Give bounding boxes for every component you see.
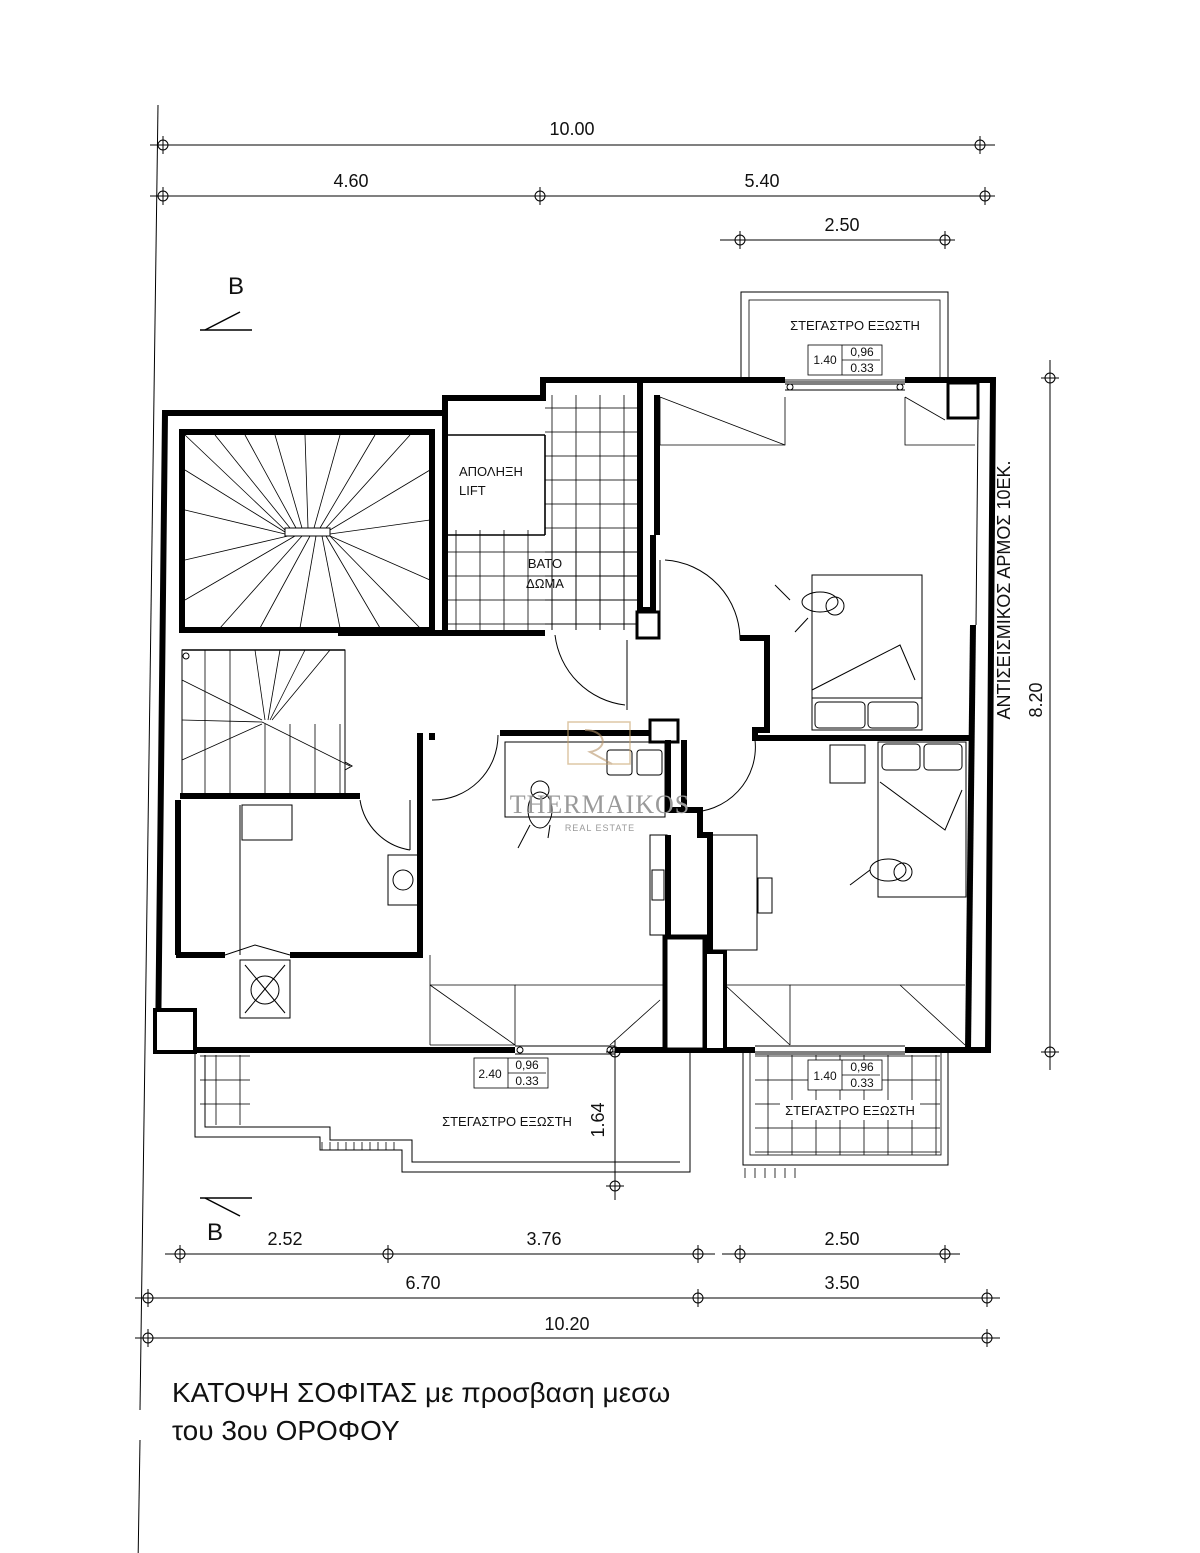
dim-top-total: 10.00 [549, 119, 594, 139]
label-canopy-bottom-left: ΣΤΕΓΑΣΤΡΟ ΕΞΩΣΤΗ [442, 1114, 572, 1129]
watermark-brand: THERMAIKOS [510, 790, 690, 819]
opening-top-width: 1.40 [813, 353, 837, 367]
dim-top-balcony: 2.50 [824, 215, 859, 235]
opening-top-frac-bottom: 0.33 [850, 361, 874, 375]
roof-slope-marks [429, 396, 975, 1046]
svg-text:B: B [207, 1219, 223, 1246]
terrace-bottom-right [742, 1051, 949, 1178]
dim-top-right: 5.40 [744, 171, 779, 191]
doors [359, 559, 756, 851]
opening-bottom-right-frac-top: 0,96 [850, 1060, 874, 1074]
label-lift-line1: ΑΠΟΛΗΞΗ [459, 464, 523, 479]
watermark-sub: REAL ESTATE [565, 823, 635, 833]
dim-terrace-depth: 1.64 [588, 1102, 608, 1137]
label-roof-line2: ΔΩΜΑ [526, 576, 564, 591]
opening-bottom-left-width: 2.40 [478, 1067, 502, 1081]
bathroom-fixtures [224, 804, 419, 1019]
terrace-bottom-left [194, 1052, 691, 1173]
opening-bottom-right-frac-bottom: 0.33 [850, 1076, 874, 1090]
caption-line1: ΚΑΤΟΨΗ ΣΟΦΙΤΑΣ με προσβαση μεσω [172, 1377, 670, 1408]
window-openings [515, 383, 905, 1055]
dim-bottom-total: 10.20 [544, 1314, 589, 1334]
interior-walls [175, 380, 970, 1053]
label-roof-line1: ΒΑΤΟ [528, 556, 562, 571]
opening-top-frac-top: 0,96 [850, 345, 874, 359]
dim-bottom-seg2: 3.76 [526, 1229, 561, 1249]
dim-top-left: 4.60 [333, 171, 368, 191]
section-mark-top: B [200, 273, 252, 331]
tiles-terrace-left [200, 1055, 250, 1125]
svg-text:B: B [228, 273, 244, 300]
dim-bottom-right: 3.50 [824, 1273, 859, 1293]
opening-bottom-right-width: 1.40 [813, 1069, 837, 1083]
label-seismic-joint: ΑΝΤΙΣΕΙΣΜΙΚΟΣ ΑΡΜΟΣ 10ΕΚ. [994, 460, 1014, 719]
label-lift-line2: LIFT [459, 483, 486, 498]
canopy-top [740, 291, 949, 383]
lift-shaft [442, 413, 546, 630]
caption-line2: του 3ου ΟΡΟΦΟΥ [172, 1415, 400, 1446]
staircase-upper [179, 429, 435, 633]
tiles-roof-lower [445, 530, 637, 630]
dim-bottom-seg3: 2.50 [824, 1229, 859, 1249]
staircase-lower [180, 630, 545, 799]
opening-bottom-left-frac-top: 0,96 [515, 1058, 539, 1072]
dim-right-height: 8.20 [1026, 682, 1046, 717]
opening-bottom-left-frac-bottom: 0.33 [515, 1074, 539, 1088]
dimension-lines [135, 104, 1060, 1553]
dim-bottom-left: 6.70 [405, 1273, 440, 1293]
dim-bottom-seg1: 2.52 [267, 1229, 302, 1249]
label-canopy-bottom-right: ΣΤΕΓΑΣΤΡΟ ΕΞΩΣΤΗ [785, 1103, 915, 1118]
watermark-logo [567, 721, 631, 765]
section-mark-bottom: B [200, 1197, 252, 1246]
furniture [504, 574, 967, 951]
label-canopy-top: ΣΤΕΓΑΣΤΡΟ ΕΞΩΣΤΗ [790, 318, 920, 333]
